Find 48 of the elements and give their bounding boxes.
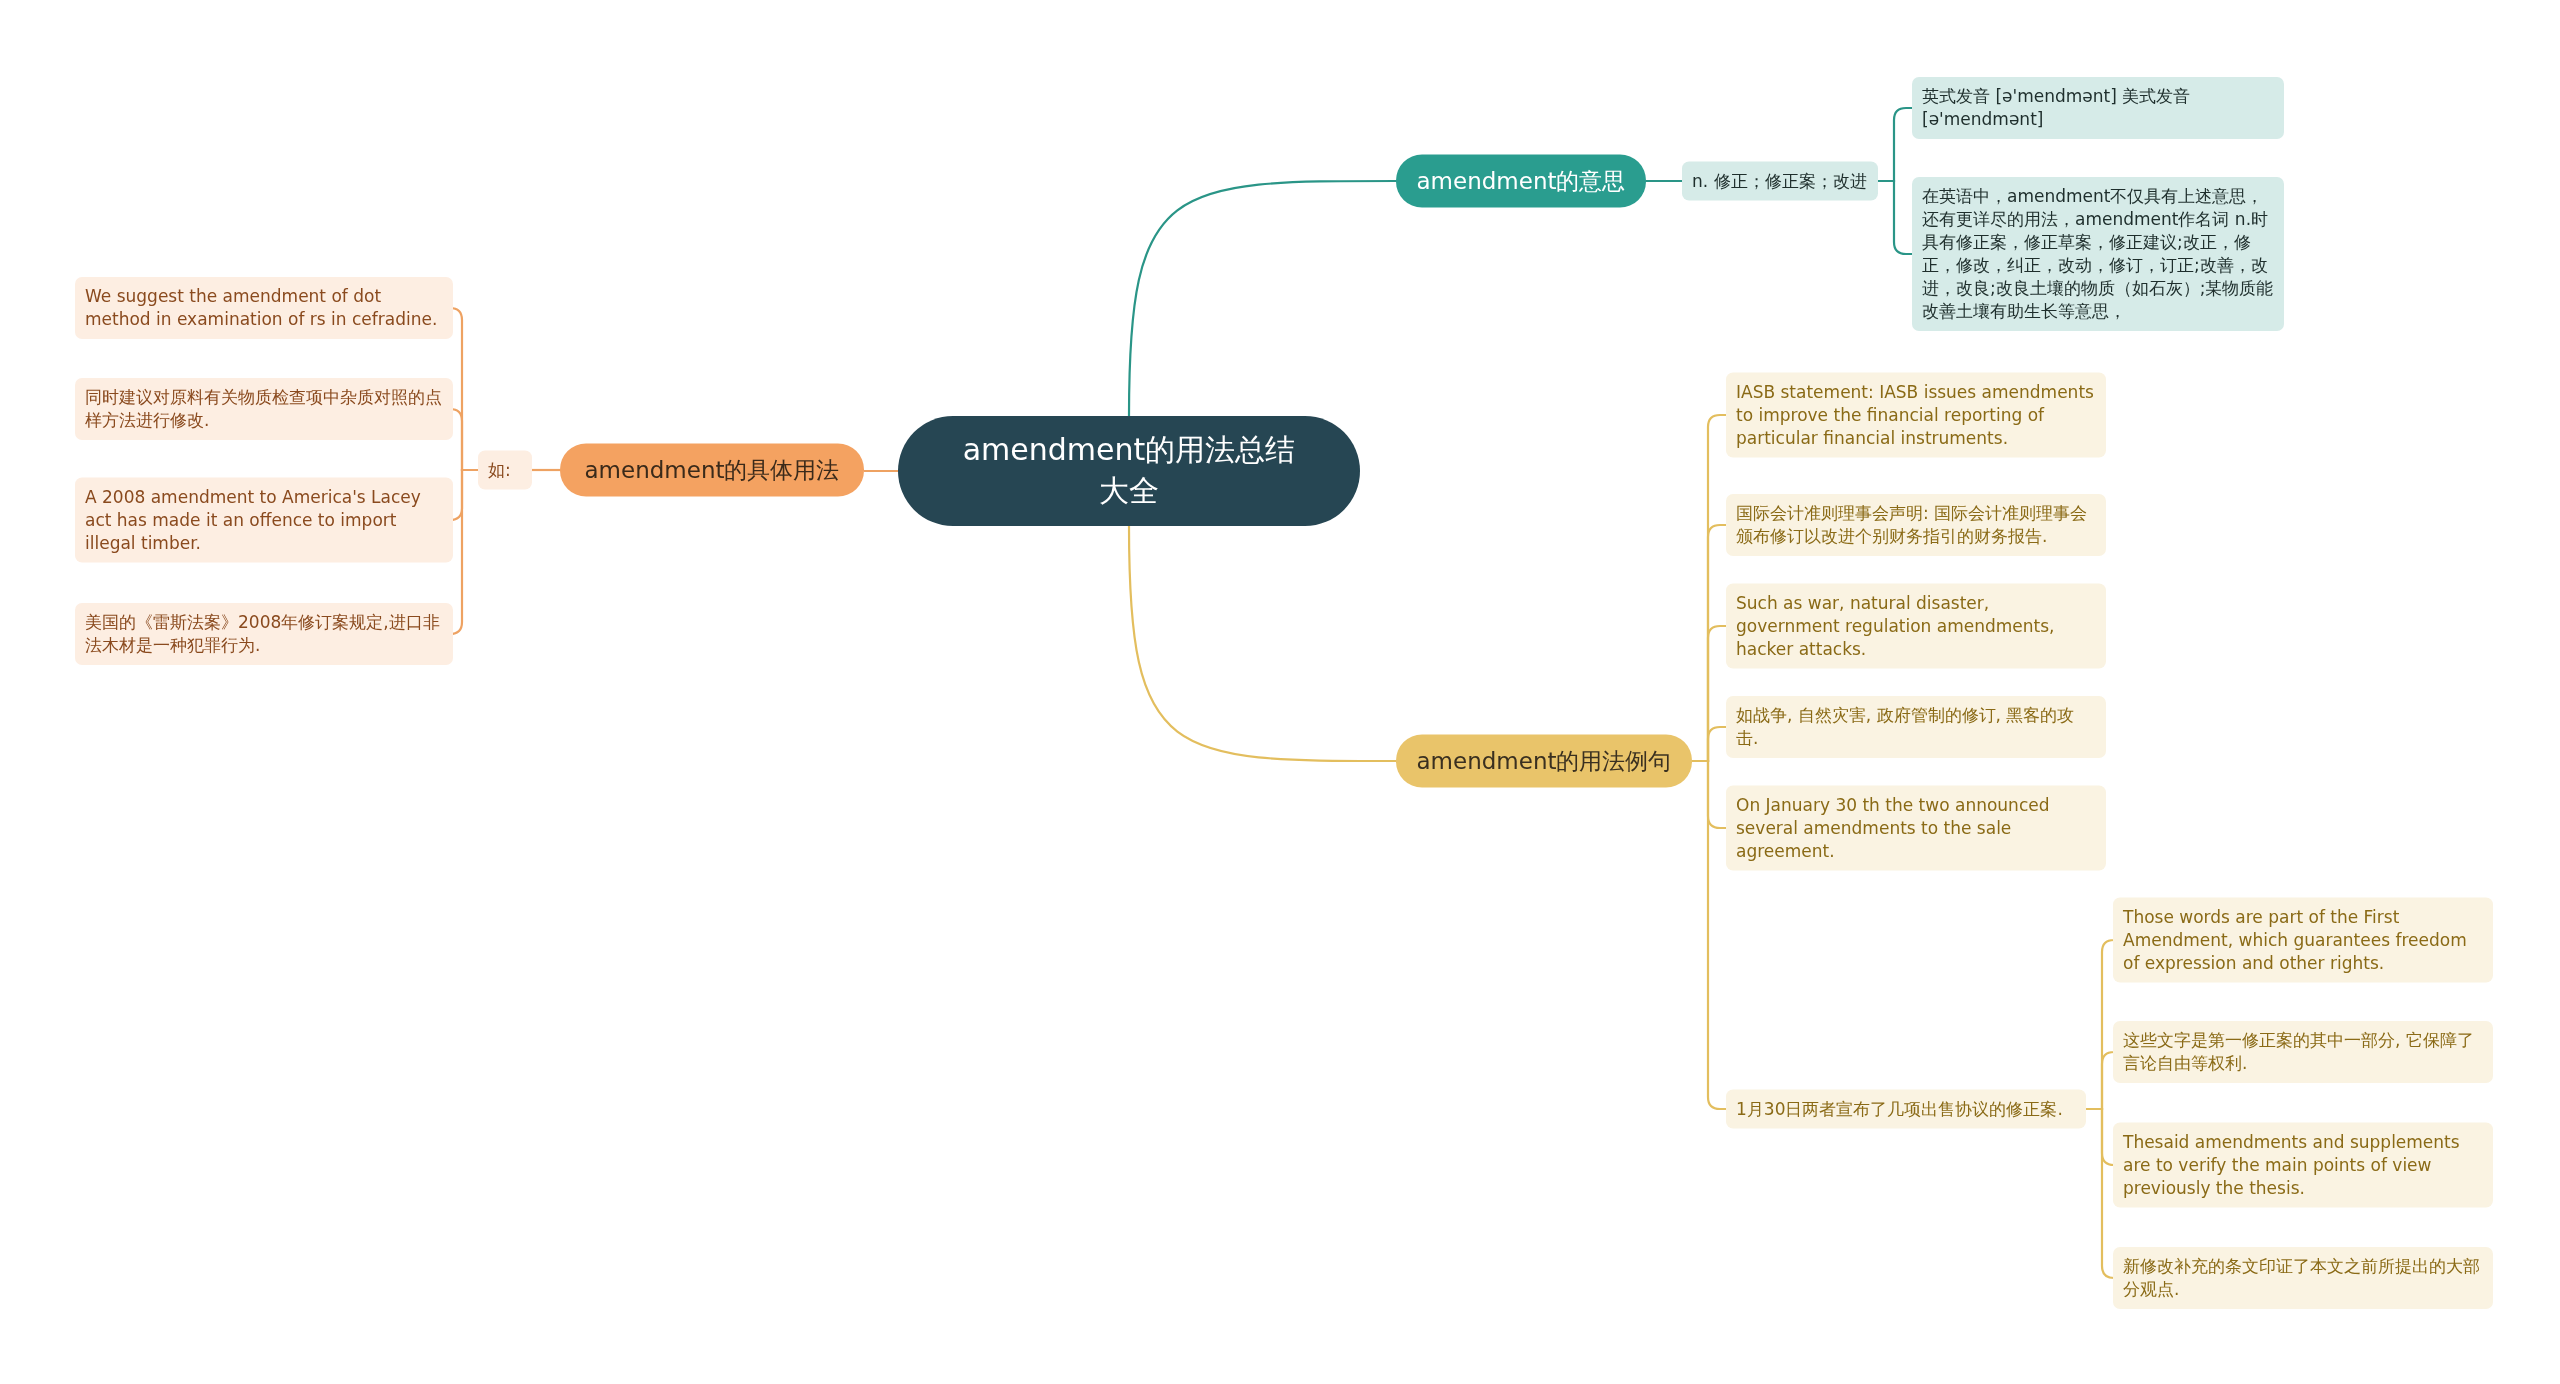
- subtopic-box: [1682, 161, 1878, 201]
- subtopic-box: [1726, 583, 2106, 669]
- topic-text: amendment的具体用法: [583, 455, 841, 485]
- topic-text: We suggest the amendment of dot method in examination of rs in cefradine.: [85, 285, 439, 331]
- connector-line: [1127, 179, 1396, 416]
- subtopic-box: [75, 603, 453, 665]
- topic-text: 国际会计准则理事会声明: 国际会计准则理事会颁布修订以改进个别财务指引的财务报告.: [1736, 502, 2089, 548]
- subtopic-box: [1912, 77, 2284, 139]
- topic-text: Those words are part of the First Amendment, which guarantees freedom of expression and other rights.: [2123, 905, 2468, 975]
- topic-text: amendment的用法例句: [1415, 746, 1673, 776]
- topic-text: Thesaid amendments and supplements are to verify the main points of view previously the thesis.: [2123, 1130, 2461, 1200]
- subtopic-box: [2113, 1021, 2493, 1083]
- topic-text: amendment的意思: [1415, 166, 1627, 196]
- topic-text: 英式发音 [ə'mendmənt] 美式发音 [ə'mendmənt]: [1922, 85, 2192, 131]
- connector-line: [1646, 179, 1682, 183]
- subtopic-box: [1912, 177, 2284, 331]
- topic-text: n. 修正；修正案；改进: [1692, 169, 1868, 193]
- topic-text: On January 30 th the two announced several amendments to the sale agreement.: [1736, 793, 2051, 863]
- branch-topic: [560, 443, 864, 497]
- connector-line: [864, 469, 898, 473]
- topic-text: 美国的《雷斯法案》2008年修订案规定,进口非法木材是一种犯罪行为.: [85, 611, 441, 657]
- subtopic-box: [75, 477, 453, 563]
- branch-topic: [1396, 734, 1692, 788]
- subtopic-box: [2113, 1247, 2493, 1309]
- topic-text: 1月30日两者宣布了几项出售协议的修正案.: [1736, 1097, 2064, 1121]
- topic-text: 新修改补充的条文印证了本文之前所提出的大部分观点.: [2123, 1255, 2481, 1301]
- subtopic-box: [1726, 372, 2106, 458]
- topic-text: Such as war, natural disaster, government regulation amendments, hacker attacks.: [1736, 591, 2056, 661]
- topic-text: A 2008 amendment to America's Lacey act has made it an offence to import illegal timber.: [85, 485, 422, 555]
- connector-line: [532, 468, 560, 472]
- subtopic-box: [1726, 494, 2106, 556]
- subtopic-box: [1726, 785, 2106, 871]
- subtopic-box: [2113, 1122, 2493, 1208]
- topic-text: 如:: [488, 458, 512, 482]
- topic-text: 这些文字是第一修正案的其中一部分, 它保障了言论自由等权利.: [2123, 1029, 2475, 1075]
- branch-topic: [1396, 154, 1646, 208]
- topic-text: IASB statement: IASB issues amendments to improve the financial reporting of particular financial instruments.: [1736, 380, 2095, 450]
- connector-line: [1127, 526, 1396, 763]
- subtopic-box: [2113, 897, 2493, 983]
- topic-text: 在英语中，amendment不仅具有上述意思，还有更详尽的用法，amendment作名词 n.时具有修正案，修正草案，修正建议;改正，修正，修改，纠正，改动，修订，订正;改善，改进，改良;改良土壤的物质（如石灰）;某物质能改善土壤有助生长等意思，: [1922, 185, 2274, 323]
- topic-text: 如战争, 自然灾害, 政府管制的修订, 黑客的攻击.: [1736, 704, 2076, 750]
- subtopic-box: [1726, 1089, 2086, 1129]
- subtopic-box: [478, 450, 532, 490]
- subtopic-box: [75, 277, 453, 339]
- subtopic-box: [75, 378, 453, 440]
- subtopic-box: [1726, 696, 2106, 758]
- topic-text: amendment的用法总结大全: [961, 431, 1297, 510]
- topic-text: 同时建议对原料有关物质检查项中杂质对照的点样方法进行修改.: [85, 386, 443, 432]
